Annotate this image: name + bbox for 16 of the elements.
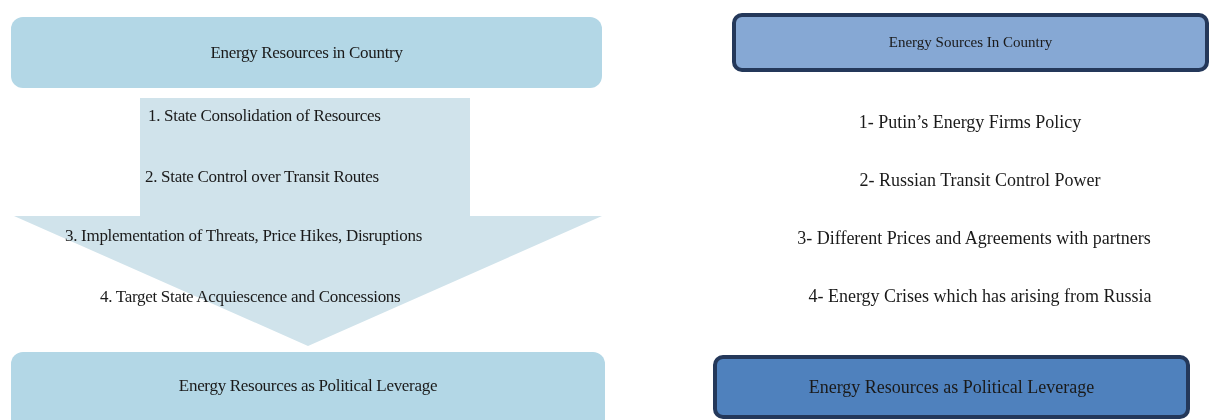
list-item-text: 2- Russian Transit Control Power [859, 170, 1101, 191]
list-item-text: 1- Putin’s Energy Firms Policy [858, 112, 1082, 133]
list-item-text: 3- Different Prices and Agreements with partners [797, 228, 1151, 249]
box-title: Energy Resources as Political Leverage [178, 376, 438, 396]
list-item-text: 1. State Consolidation of Resources [148, 106, 381, 126]
box-title: Energy Resources as Political Leverage [808, 376, 1095, 398]
list-item-text: 2. State Control over Transit Routes [145, 167, 379, 187]
list-item-text: 4- Energy Crises which has arising from Russia [808, 286, 1152, 307]
box-title: Energy Resources in Country [210, 42, 403, 63]
list-item-text: 4. Target State Acquiescence and Concessions [100, 287, 401, 307]
process-box [11, 352, 605, 420]
box-title: Energy Sources In Country [888, 34, 1053, 51]
process-box [11, 17, 602, 88]
process-box [713, 355, 1190, 419]
process-box [732, 13, 1209, 72]
list-item-text: 3. Implementation of Threats, Price Hikes, Disruptions [65, 226, 422, 246]
